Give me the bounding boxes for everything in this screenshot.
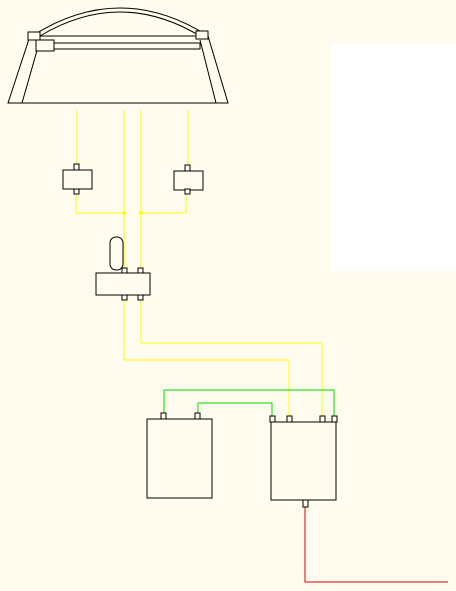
wire-green-inner [197, 402, 273, 417]
junction-dot-left [122, 211, 126, 215]
lamp-shade [7, 35, 229, 104]
yellow-wires [75, 110, 323, 418]
lamp-clamp [35, 39, 55, 52]
blank-panel [331, 44, 456, 271]
wire-red-output [304, 507, 448, 583]
controller-unit [269, 415, 338, 508]
wire-switch-to-controller-a [123, 300, 290, 418]
lamp-arc-outer [31, 7, 209, 37]
lamp-right-mount [195, 30, 209, 40]
toggle-switch-body [95, 272, 151, 296]
wire-right-module-junction [141, 194, 187, 214]
lamp-inner-right-leg [199, 39, 217, 104]
controller-unit-body [270, 421, 337, 501]
left-small-module-body [62, 169, 93, 190]
left-small-module [62, 163, 93, 195]
lamp-bar [39, 42, 201, 50]
toggle-lever [109, 236, 124, 271]
power-unit [146, 412, 213, 499]
junction-dot-right [139, 211, 143, 215]
wire-green-outer [163, 389, 335, 417]
toggle-switch [95, 236, 151, 301]
green-wires [163, 389, 335, 417]
right-small-module-body [173, 170, 204, 191]
lamp-left-mount [27, 31, 41, 41]
lamp-arc-inner [39, 11, 201, 37]
right-small-module [173, 164, 204, 195]
wire-left-module-junction [75, 194, 124, 214]
lamp-assembly [7, 7, 229, 104]
power-unit-body [146, 418, 213, 499]
wire-switch-to-controller-b [140, 300, 323, 418]
